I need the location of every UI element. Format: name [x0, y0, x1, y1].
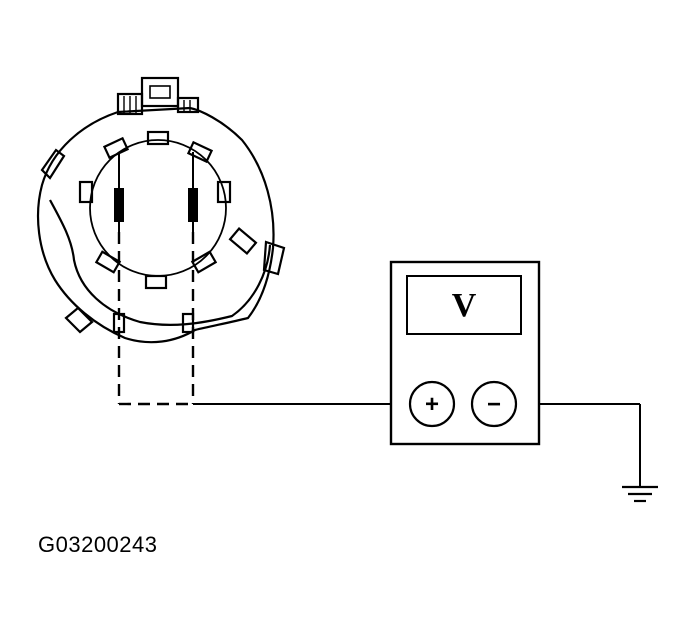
probe-terminal-right: [181, 312, 195, 334]
connector-tab-right: [262, 240, 286, 276]
terminal-pad: [186, 140, 214, 164]
figure-code: G03200243: [38, 532, 158, 557]
probe-tip-left: [114, 188, 124, 222]
terminal-pad: [228, 227, 258, 255]
terminal-pad: [216, 180, 232, 204]
terminal-pad: [102, 136, 130, 160]
connector-tab-left: [40, 148, 66, 180]
connector-body-outline: [36, 106, 275, 344]
terminal-pad: [78, 180, 94, 204]
voltmeter: V + −: [389, 260, 541, 446]
terminal-pad: [190, 250, 218, 274]
connector-tab-bottom-left: [64, 306, 94, 334]
positive-symbol: +: [425, 391, 439, 418]
terminal-pad: [94, 250, 122, 274]
probe-right: [188, 152, 198, 232]
hidden-wires: [117, 232, 195, 406]
positive-terminal: [408, 380, 456, 428]
ground-icon: [622, 485, 658, 503]
probe-left: [114, 152, 124, 232]
negative-terminal: [470, 380, 518, 428]
voltmeter-display-label: V: [452, 287, 477, 324]
probe-tip-right: [188, 188, 198, 222]
connector: [36, 76, 286, 344]
voltmeter-display: [406, 275, 522, 335]
terminal-pad: [146, 130, 170, 146]
connector-latch-inner: [149, 85, 171, 99]
negative-symbol: −: [487, 391, 501, 418]
connector-inner-outline: [49, 199, 272, 326]
connector-latch-right: [176, 96, 200, 114]
terminal-pad: [144, 274, 168, 290]
connector-latch-top: [140, 76, 180, 108]
